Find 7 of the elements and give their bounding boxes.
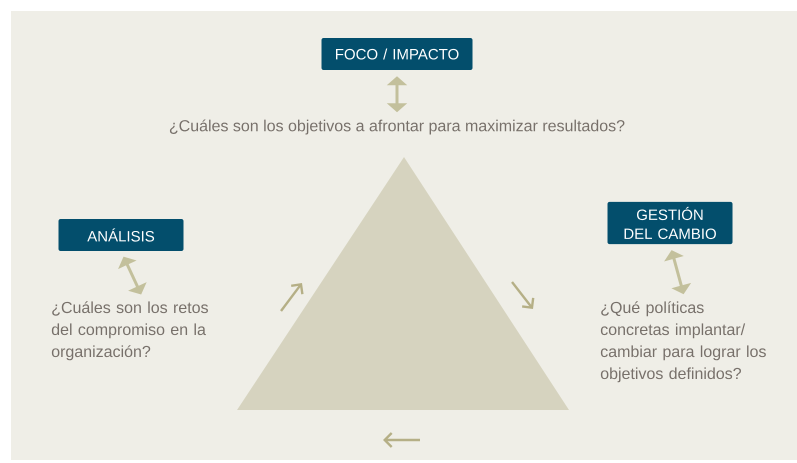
question-text: ¿Cuáles son los objetivos a afrontar para maximizar resultados? bbox=[170, 119, 624, 135]
question-text: ¿Qué políticas concretas implantar/ cambiar para lograr los objetivos definidos? bbox=[600, 301, 766, 382]
label-box: ANÁLISIS bbox=[58, 219, 184, 251]
question-text: ¿Cuáles son los retos del compromiso en la organización? bbox=[52, 301, 208, 360]
triangle-shape bbox=[237, 157, 569, 410]
label-box: GESTIÓN DEL CAMBIO bbox=[608, 202, 732, 244]
label-box: FOCO / IMPACTO bbox=[322, 38, 472, 70]
